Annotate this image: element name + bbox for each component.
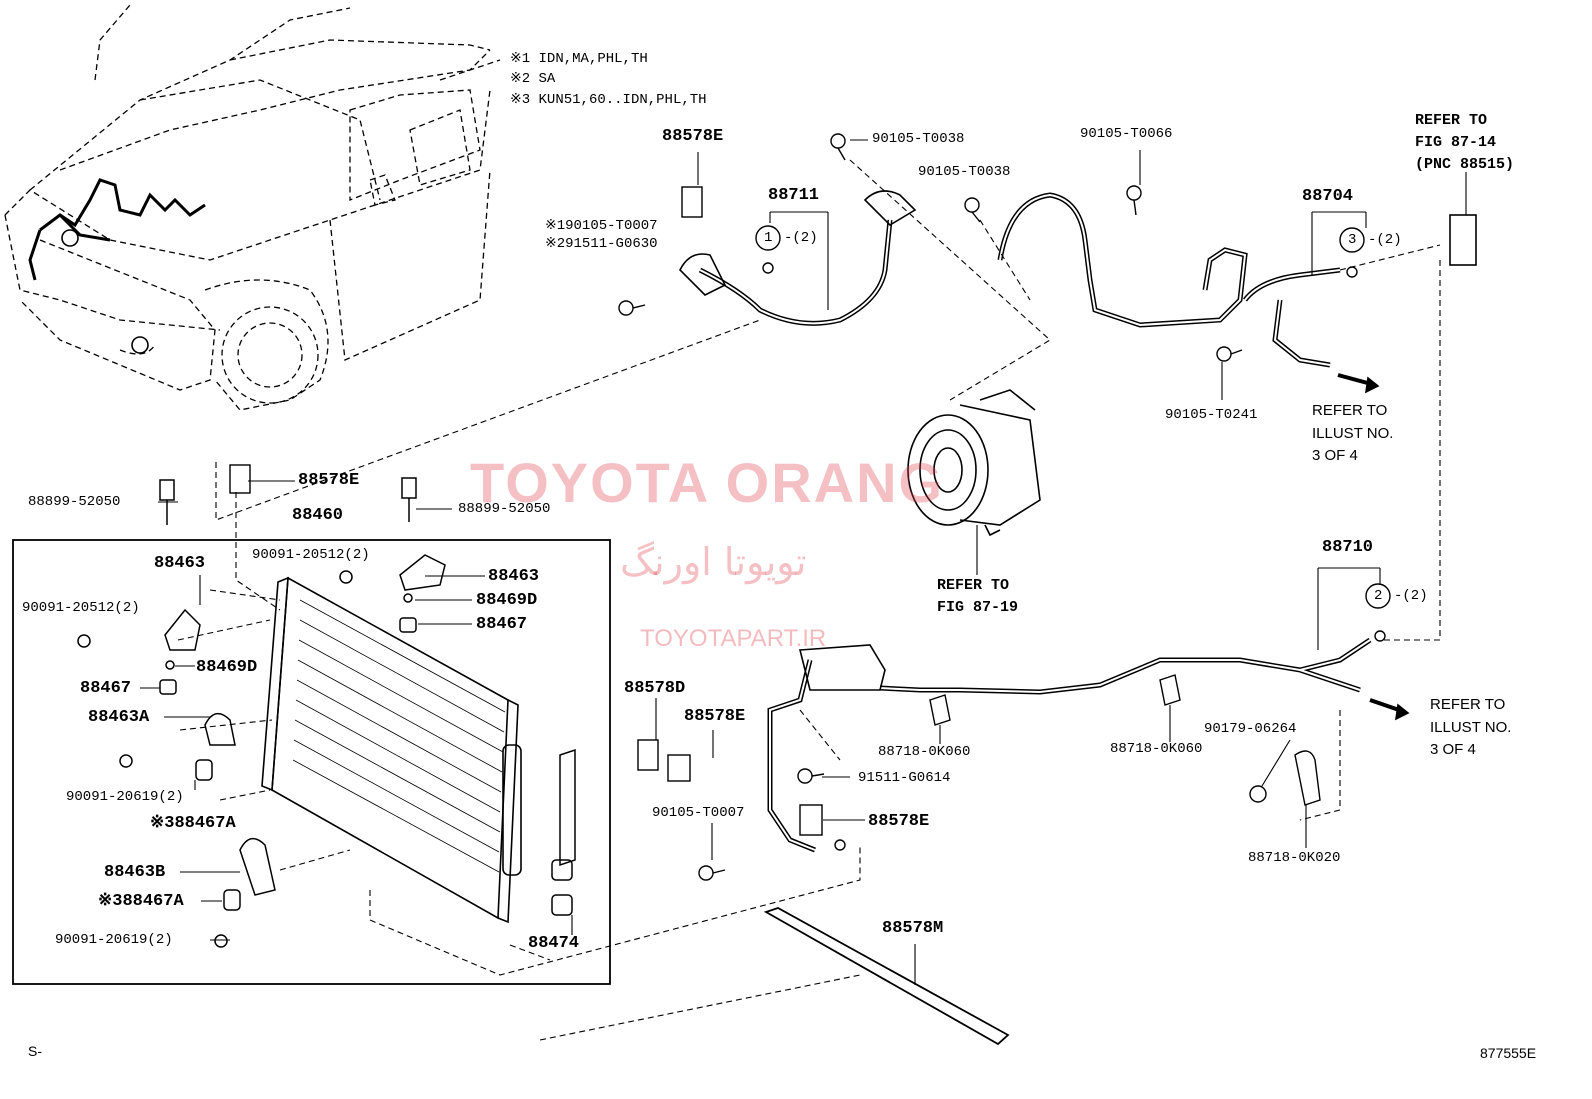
bolts bbox=[618, 133, 1243, 881]
part-label: 88578E bbox=[684, 707, 746, 726]
part-label: 90105-T0066 bbox=[1080, 126, 1173, 142]
callout-qty: -(2) bbox=[1394, 588, 1428, 604]
receiver-tank bbox=[502, 744, 522, 876]
part-label: 88711 bbox=[768, 186, 820, 205]
part-label: 88463B bbox=[104, 863, 166, 882]
part-label: 88463 bbox=[488, 567, 540, 586]
part-label: 90091-20512(2) bbox=[252, 547, 370, 563]
note-3: ※3 KUN51,60..IDN,PHL,TH bbox=[510, 92, 707, 108]
condenser-core bbox=[261, 576, 522, 924]
part-label: 88460 bbox=[292, 506, 344, 525]
callout-number: 1 bbox=[764, 230, 773, 246]
part-label: 88704 bbox=[1302, 187, 1354, 206]
adhesive-pads bbox=[229, 186, 823, 836]
wheel-icon bbox=[221, 306, 319, 404]
note-1: ※1 IDN,MA,PHL,TH bbox=[510, 51, 648, 67]
emblem-icon bbox=[61, 229, 79, 247]
watermark-persian-text: تویوتا اورنگ bbox=[620, 540, 807, 584]
suction-hose-88704-inner bbox=[999, 193, 1341, 366]
part-label: 90091-20512(2) bbox=[22, 600, 140, 616]
part-label: 88467 bbox=[476, 615, 528, 634]
part-label: 88718-0K020 bbox=[1248, 850, 1341, 866]
part-label: 88467 bbox=[80, 679, 132, 698]
part-label: 88899-52050 bbox=[458, 501, 551, 517]
hose-clamps bbox=[929, 674, 1321, 806]
refer-fig-87-19: REFER TO FIG 87-19 bbox=[937, 577, 1019, 616]
part-label: 88463 bbox=[154, 554, 206, 573]
arrow-head-icon bbox=[1394, 703, 1410, 721]
part-label: 88578M bbox=[882, 919, 944, 938]
refer-illust-top: REFER TO ILLUST NO. 3 OF 4 bbox=[1312, 402, 1394, 464]
part-label: 90179-06264 bbox=[1204, 721, 1297, 737]
o-rings bbox=[762, 262, 1386, 851]
part-label: 90105-T0241 bbox=[1165, 407, 1258, 423]
part-label: 88474 bbox=[528, 934, 580, 953]
condenser-assembly-frame bbox=[12, 539, 611, 985]
part-label: 88463A bbox=[88, 708, 150, 727]
part-label: 90091-20619(2) bbox=[66, 789, 184, 805]
hose-fitting bbox=[679, 253, 727, 296]
illustration-number: 877555E bbox=[1480, 1045, 1537, 1061]
part-label: 88578D bbox=[624, 679, 686, 698]
part-label: 88718-0K060 bbox=[878, 744, 971, 760]
part-label: ※190105-T0007 bbox=[545, 218, 658, 234]
part-label: 88899-52050 bbox=[28, 494, 121, 510]
part-label: 88718-0K060 bbox=[1110, 741, 1203, 757]
vehicle-illustration bbox=[4, 4, 501, 411]
suction-hose-88704 bbox=[997, 192, 1341, 368]
dashed-reference-lines bbox=[177, 159, 1441, 1041]
wire-harness bbox=[28, 178, 206, 281]
fasteners bbox=[77, 477, 576, 948]
hose-fitting bbox=[863, 190, 917, 227]
seal-strip bbox=[763, 907, 1010, 1046]
compressor bbox=[907, 389, 1041, 537]
part-label: 91511-G0614 bbox=[858, 770, 951, 786]
part-label: 90105-T0038 bbox=[918, 164, 1011, 180]
liquid-hose-88710-inner bbox=[769, 639, 1371, 851]
note-2: ※2 SA bbox=[510, 71, 556, 87]
part-label: 88578E bbox=[298, 471, 360, 490]
part-label: ※388467A bbox=[98, 892, 184, 911]
part-label: 88578E bbox=[868, 812, 930, 831]
callout-qty: -(2) bbox=[784, 230, 818, 246]
refer-illust-bottom: REFER TO ILLUST NO. 3 OF 4 bbox=[1430, 696, 1512, 758]
part-label: 88469D bbox=[196, 658, 258, 677]
liquid-hose-88710 bbox=[767, 637, 1372, 853]
expansion-valve bbox=[1449, 214, 1477, 266]
part-label: 88469D bbox=[476, 591, 538, 610]
part-label: ※388467A bbox=[150, 814, 236, 833]
arrow-head-icon bbox=[1364, 376, 1380, 394]
pressure-switch-block bbox=[798, 644, 886, 691]
fog-lamp-icon bbox=[131, 336, 149, 354]
callout-number: 3 bbox=[1348, 232, 1357, 248]
part-label: 90091-20619(2) bbox=[55, 932, 173, 948]
footer-left-code: S- bbox=[28, 1043, 42, 1059]
part-label: 90105-T0038 bbox=[872, 131, 965, 147]
callout-qty: -(2) bbox=[1368, 232, 1402, 248]
callout-circles bbox=[755, 225, 1391, 609]
leader-lines bbox=[140, 139, 1467, 985]
refer-fig-87-14: REFER TO FIG 87-14 (PNC 88515) bbox=[1415, 112, 1515, 173]
part-label: 90105-T0007 bbox=[652, 805, 745, 821]
part-label: ※291511-G0630 bbox=[545, 236, 658, 252]
callout-number: 2 bbox=[1374, 588, 1383, 604]
part-label: 88578E bbox=[662, 127, 724, 146]
discharge-hose-88711-inner bbox=[699, 219, 891, 325]
watermark-url-text: TOYOTAPART.IR bbox=[640, 625, 827, 652]
part-label: 88710 bbox=[1322, 538, 1374, 557]
watermark-text: TOYOTA ORANG bbox=[470, 451, 945, 514]
